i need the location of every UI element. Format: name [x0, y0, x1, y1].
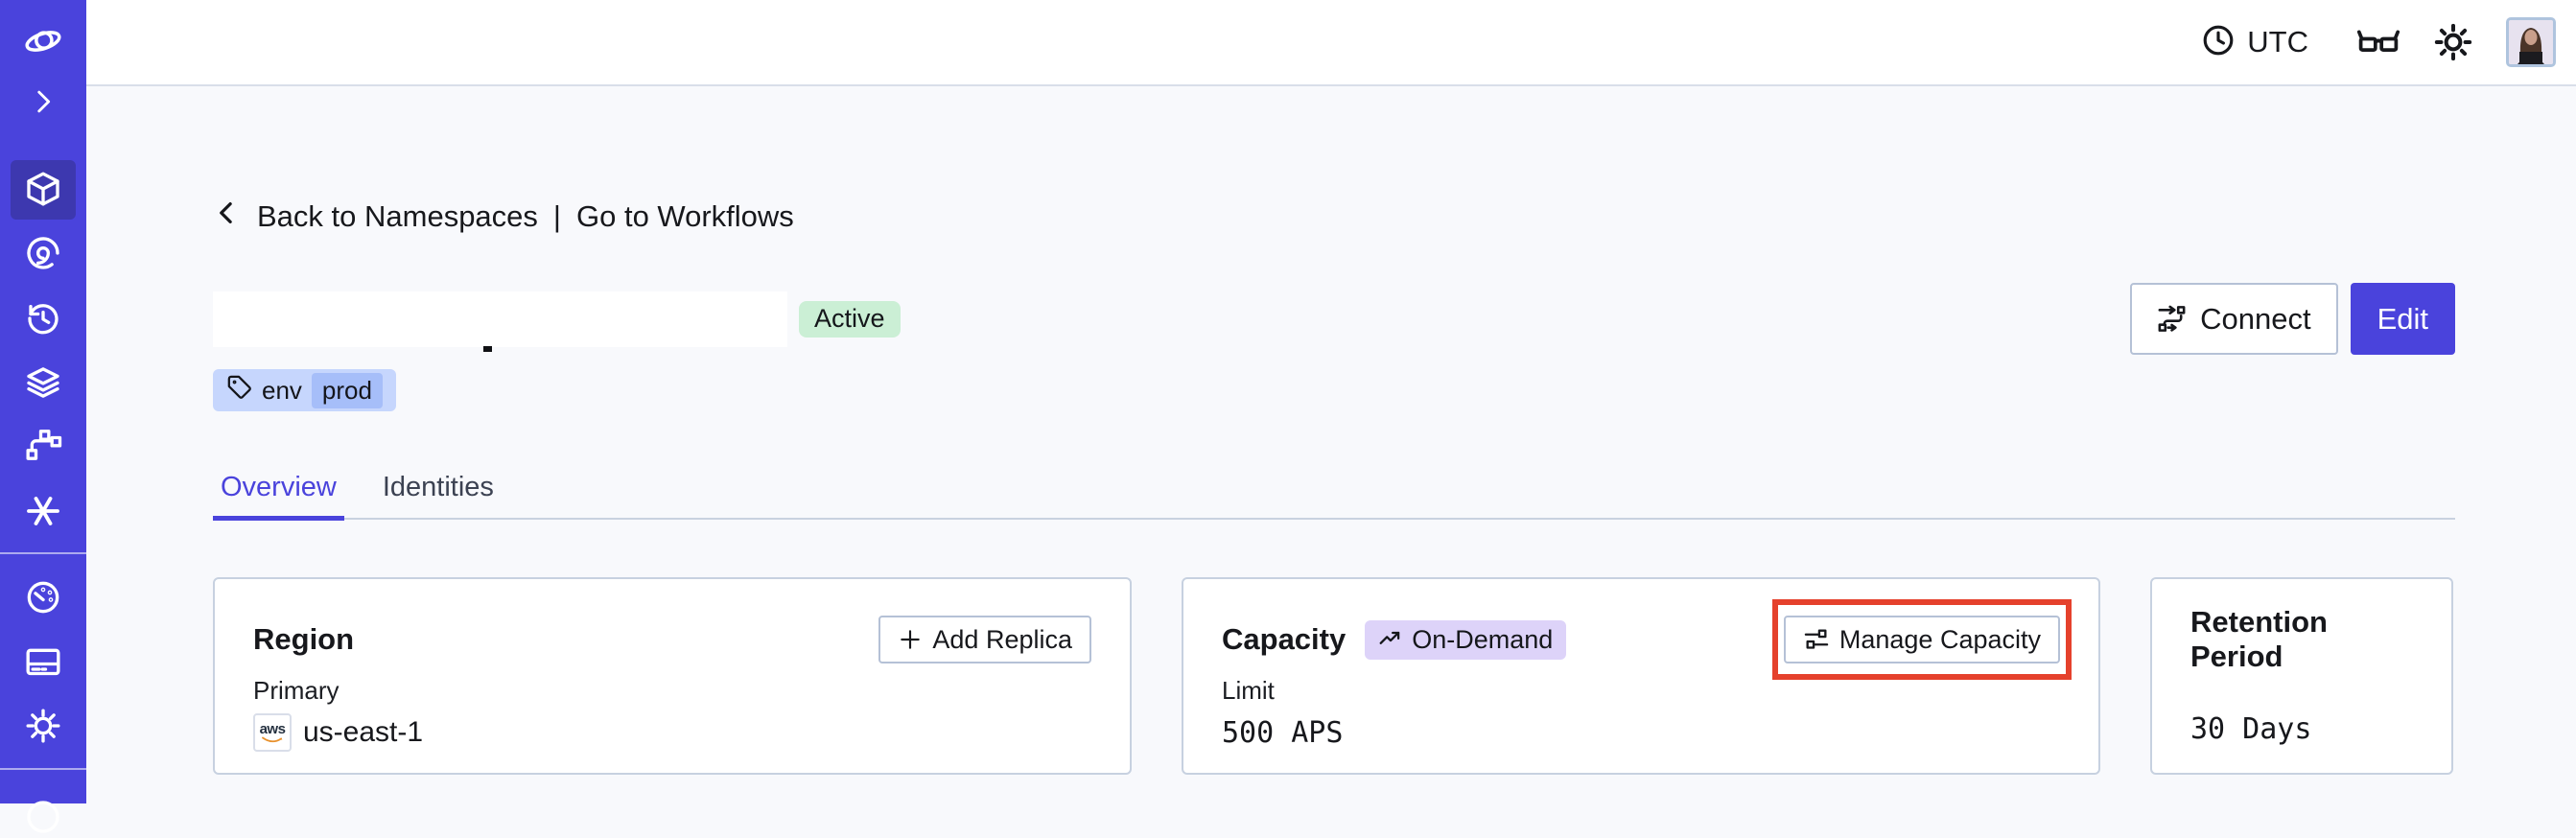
- primary-label: Primary: [253, 676, 340, 705]
- deployments-layers-icon[interactable]: [22, 361, 64, 404]
- overview-cards: Region Add Replica Primary aws: [213, 577, 2455, 775]
- settings-gear-icon[interactable]: [22, 705, 64, 747]
- capacity-card: Capacity On-Demand: [1182, 577, 2100, 775]
- redaction-artifact-dot: [483, 345, 492, 352]
- capacity-value: 500 APS: [1222, 715, 1344, 750]
- namespaces-cube-icon[interactable]: [22, 168, 64, 210]
- on-demand-badge: On-Demand: [1365, 619, 1567, 660]
- app-sidebar: [0, 0, 86, 833]
- sidebar-divider: [0, 768, 86, 770]
- breadcrumb: Back to Namespaces | Go to Workflows: [213, 198, 2455, 235]
- breadcrumb-separator: |: [552, 199, 561, 233]
- namespace-title-group: Active: [213, 291, 901, 352]
- capacity-card-header: Capacity On-Demand: [1222, 599, 2072, 680]
- region-card: Region Add Replica Primary aws: [213, 577, 1132, 775]
- support-icon[interactable]: [22, 796, 64, 838]
- tab-overview[interactable]: Overview: [213, 462, 344, 521]
- manage-capacity-highlight-wrap: Manage Capacity: [1771, 599, 2072, 680]
- on-demand-label: On-Demand: [1412, 624, 1554, 654]
- plus-icon: [901, 630, 921, 649]
- retention-value-row: 30 Days: [2190, 708, 2413, 750]
- capacity-card-title: Capacity: [1222, 622, 1347, 656]
- schedules-history-icon[interactable]: [22, 297, 64, 339]
- capacity-value-row: 500 APS: [1222, 711, 2060, 754]
- tag-icon: [226, 374, 252, 407]
- breadcrumb-back-link[interactable]: Back to Namespaces: [257, 199, 538, 233]
- namespace-name-redacted: [213, 291, 787, 352]
- top-header: UTC: [86, 0, 2576, 86]
- usage-gauge-icon[interactable]: [22, 576, 64, 618]
- tab-bar: Overview Identities: [213, 462, 2455, 521]
- theme-sun-icon[interactable]: [2433, 22, 2473, 62]
- timezone-selector[interactable]: UTC: [2201, 23, 2308, 62]
- region-value: us-east-1: [303, 716, 424, 748]
- status-badge: Active: [799, 300, 901, 338]
- capacity-title-group: Capacity On-Demand: [1222, 619, 1567, 660]
- billing-card-icon[interactable]: [22, 640, 64, 683]
- connect-button-label: Connect: [2200, 301, 2311, 336]
- add-replica-label: Add Replica: [932, 624, 1072, 654]
- tag-key: env: [262, 375, 302, 405]
- region-card-header: Region Add Replica: [253, 616, 1091, 663]
- breadcrumb-workflows-link[interactable]: Go to Workflows: [575, 199, 794, 233]
- temporal-logo-icon[interactable]: [22, 20, 64, 62]
- sliders-icon: [1804, 629, 1829, 649]
- retention-card: Retention Period 30 Days: [2150, 577, 2453, 775]
- nexus-pipeline-icon[interactable]: [22, 424, 64, 466]
- tab-identities[interactable]: Identities: [382, 472, 494, 502]
- sidebar-expand-chevron-icon[interactable]: [22, 81, 64, 123]
- region-card-title: Region: [253, 622, 355, 656]
- retention-card-header: Retention Period: [2190, 605, 2413, 673]
- namespace-actions: Connect Edit: [2130, 283, 2455, 355]
- aws-word: aws: [259, 720, 286, 737]
- retention-value: 30 Days: [2190, 711, 2312, 746]
- batch-asterisk-icon[interactable]: [22, 490, 64, 532]
- retention-card-title: Retention Period: [2190, 605, 2328, 673]
- tag-row: env prod: [213, 369, 2455, 411]
- connect-button[interactable]: Connect: [2130, 283, 2338, 355]
- clock-icon: [2201, 23, 2236, 62]
- tag-value: prod: [311, 372, 383, 408]
- glasses-icon[interactable]: [2356, 26, 2400, 58]
- timezone-label: UTC: [2247, 25, 2308, 58]
- main-content: Back to Namespaces | Go to Workflows Act…: [86, 86, 2576, 803]
- edit-button[interactable]: Edit: [2350, 283, 2455, 355]
- aws-logo-icon: aws: [253, 713, 292, 752]
- workflows-spiral-icon[interactable]: [22, 232, 64, 274]
- manage-capacity-button[interactable]: Manage Capacity: [1783, 616, 2060, 663]
- region-value-row: aws us-east-1: [253, 711, 1091, 754]
- user-avatar[interactable]: [2506, 17, 2556, 67]
- manage-capacity-label: Manage Capacity: [1838, 624, 2041, 654]
- namespace-detail-page: { "colors": { "sidebar": "#4A43DC", "sid…: [0, 0, 2576, 803]
- back-chevron-icon[interactable]: [213, 198, 242, 235]
- namespace-tag[interactable]: env prod: [213, 369, 396, 411]
- namespace-title-row: Active Connect Edit: [213, 283, 2455, 355]
- limit-label: Limit: [1222, 676, 1275, 705]
- sidebar-divider: [0, 552, 86, 554]
- connect-flow-icon: [2158, 305, 2186, 332]
- trending-up-icon: [1379, 631, 1400, 644]
- add-replica-button[interactable]: Add Replica: [878, 616, 1091, 663]
